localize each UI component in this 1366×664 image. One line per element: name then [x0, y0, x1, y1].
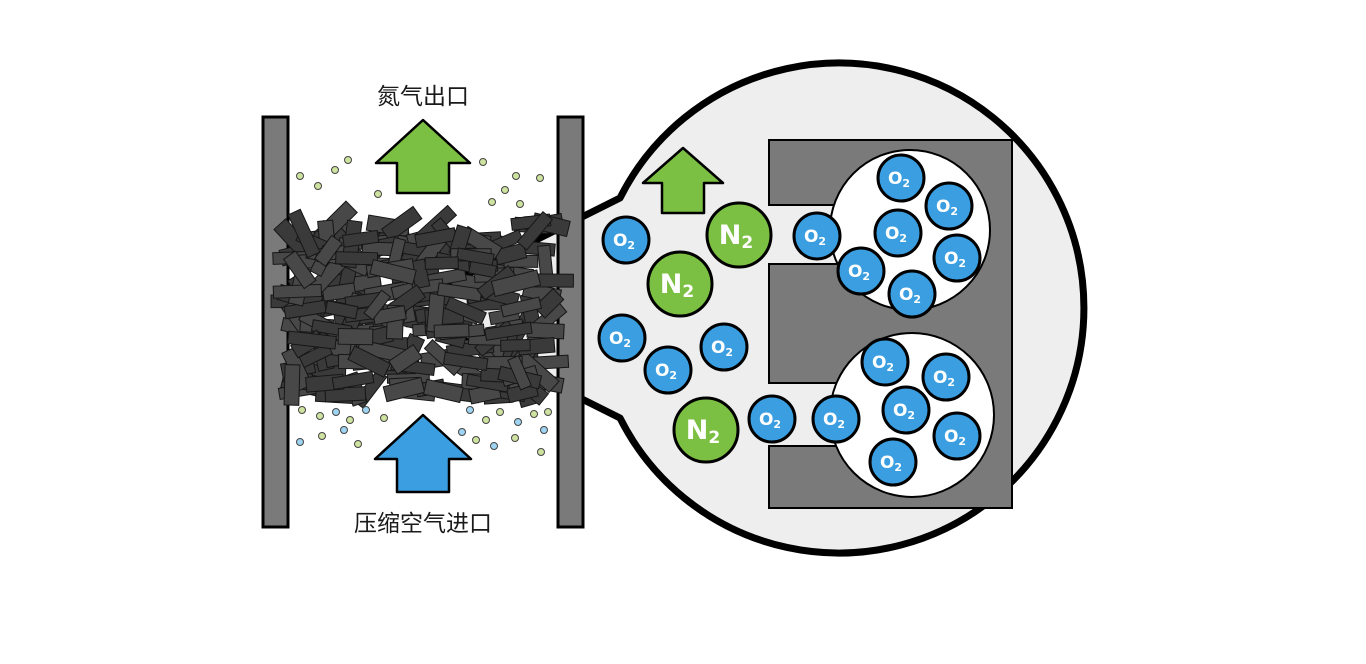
carbon-particle: [324, 300, 359, 320]
carbon-particle: [490, 269, 542, 298]
carbon-particle: [314, 234, 343, 267]
nitrogen-particle: [479, 158, 487, 166]
carbon-particle: [283, 364, 301, 406]
o2-molecule: O2: [836, 246, 886, 296]
nitrogen-particle: [316, 412, 324, 420]
carbon-particle: [363, 289, 392, 321]
oxygen-particle: [340, 426, 348, 434]
carbon-particle: [533, 287, 565, 319]
o2-molecule: O2: [932, 411, 982, 461]
air-inlet-arrow: 压缩空气进口: [354, 413, 492, 537]
o2-molecule: O2: [747, 394, 797, 444]
carbon-particle: [388, 343, 423, 375]
n2-molecule: N2: [705, 201, 773, 269]
up-arrow-icon: [373, 413, 473, 494]
carbon-particle: [444, 296, 487, 325]
oxygen-particle: [490, 442, 498, 450]
oxygen-particle: [296, 438, 304, 446]
nitrogen-particle: [354, 440, 362, 448]
nitrogen-particle: [512, 172, 520, 180]
o2-molecule: O2: [887, 269, 937, 319]
nitrogen-particle: [488, 198, 496, 206]
carbon-particle: [272, 283, 323, 299]
o2-molecule: O2: [868, 437, 918, 487]
o2-molecule: O2: [873, 208, 923, 258]
nitrogen-particle: [496, 408, 504, 416]
carbon-particle: [484, 321, 533, 341]
n2-molecule: N2: [646, 250, 714, 318]
carbon-particle: [455, 247, 495, 266]
o2-molecule: O2: [860, 337, 910, 387]
nitrogen-particle: [472, 436, 480, 444]
nitrogen-particle: [331, 166, 339, 174]
carbon-particle: [442, 351, 489, 371]
o2-molecule: O2: [699, 322, 749, 372]
carbon-particle: [500, 296, 542, 318]
carbon-particle: [335, 251, 379, 266]
adsorption-column: [261, 115, 585, 529]
nitrogen-particle: [374, 190, 382, 198]
o2-molecule: O2: [924, 181, 974, 231]
nitrogen-particle: [298, 406, 306, 414]
n2-molecule: N2: [672, 396, 740, 464]
nitrogen-particle: [296, 172, 304, 180]
nitrogen-particle: [482, 416, 490, 424]
nitrogen-particle: [380, 414, 388, 422]
nitrogen-outlet-arrow: 氮气出口: [374, 84, 472, 195]
carbon-particle: [422, 378, 464, 404]
carbon-particle: [287, 208, 321, 259]
o2-molecule: O2: [597, 313, 647, 363]
carbon-sieve-bed: [270, 200, 574, 409]
carbon-particle: [500, 338, 531, 352]
o2-molecule: O2: [876, 153, 926, 203]
oxygen-particle: [514, 418, 522, 426]
nitrogen-particle: [344, 156, 352, 164]
o2-molecule: O2: [643, 345, 693, 395]
o2-molecule: O2: [932, 233, 982, 283]
carbon-particle: [337, 327, 374, 346]
carbon-particle: [286, 330, 337, 350]
oxygen-particle: [466, 406, 474, 414]
nitrogen-particle: [501, 186, 509, 194]
carbon-particle: [341, 229, 380, 248]
o2-molecule: O2: [601, 215, 651, 265]
carbon-particle: [526, 321, 565, 340]
nitrogen-particle: [536, 174, 544, 182]
o2-molecule: O2: [881, 385, 931, 435]
nitrogen-particle: [346, 416, 354, 424]
nitrogen-particle: [516, 200, 524, 208]
carbon-particle: [283, 299, 327, 320]
o2-molecule: O2: [811, 394, 861, 444]
nitrogen-particle: [314, 182, 322, 190]
carbon-particle: [331, 370, 375, 390]
carbon-particle: [380, 205, 423, 243]
carbon-particle: [433, 323, 470, 339]
oxygen-particle: [332, 408, 340, 416]
nitrogen-particle: [544, 408, 552, 416]
carbon-particle: [507, 355, 532, 391]
nitrogen-particle: [511, 434, 519, 442]
oxygen-particle: [458, 428, 466, 436]
carbon-particle: [369, 259, 417, 285]
carbon-particle: [347, 345, 392, 378]
column-wall-right: [556, 115, 585, 529]
carbon-particle: [516, 210, 554, 251]
oxygen-particle: [540, 426, 548, 434]
nitrogen-particle: [318, 432, 326, 440]
nitrogen-particle: [537, 448, 545, 456]
nitrogen-particle: [530, 410, 538, 418]
o2-molecule: O2: [792, 211, 842, 261]
inlet-label: 压缩空气进口: [354, 511, 492, 537]
nitrogen-out-arrow-icon: [641, 146, 725, 215]
o2-molecule: O2: [921, 352, 971, 402]
oxygen-particle: [362, 406, 370, 414]
up-arrow-icon: [374, 118, 472, 195]
carbon-particle: [382, 376, 426, 403]
carbon-particle: [282, 250, 317, 290]
outlet-label: 氮气出口: [377, 84, 469, 110]
carbon-particle: [424, 256, 459, 270]
gas-particles: [296, 156, 552, 456]
